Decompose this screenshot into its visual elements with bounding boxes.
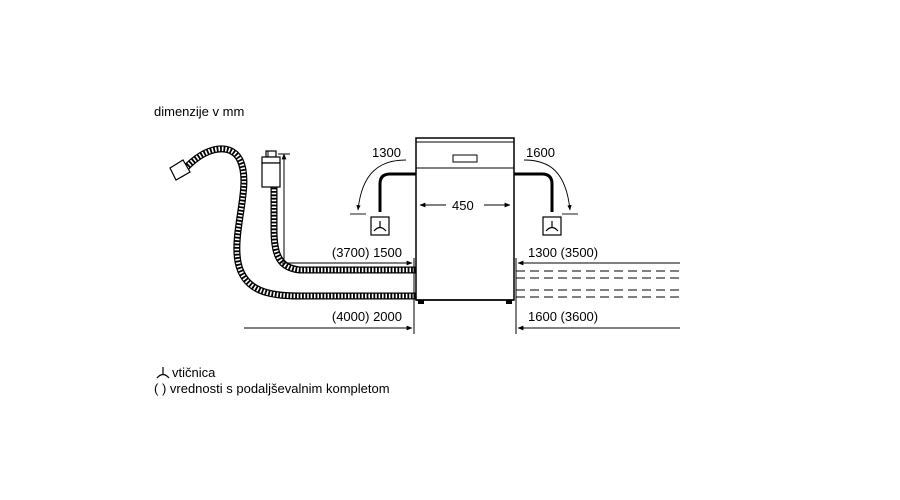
hose-extension-dashes	[516, 270, 680, 298]
dim-right-lower: 1600 (3600)	[528, 309, 599, 324]
inlet-hose	[270, 186, 416, 274]
socket-icon	[542, 216, 562, 236]
legend-parentheses-text: ( ) vrednosti s podaljševalnim kompletom	[154, 381, 390, 396]
legend-socket-icon	[156, 367, 170, 379]
drain-hose-end	[169, 159, 191, 181]
caption: dimenzije v mm	[154, 104, 245, 119]
dim-right-upper: 1300 (3500)	[528, 245, 599, 260]
cable-left-dim-arrow	[356, 159, 407, 211]
dim-width: 450	[452, 198, 474, 213]
dim-top-left: 1300	[372, 145, 401, 160]
socket-icon	[370, 216, 390, 236]
drain-hose	[169, 145, 416, 300]
dishwasher-outline	[415, 137, 515, 304]
door-handle	[452, 154, 478, 163]
water-tap-icon	[261, 150, 281, 188]
dim-left-upper: (3700) 1500	[331, 245, 402, 260]
dim-top-right: 1600	[526, 145, 555, 160]
power-cable-right	[514, 172, 554, 212]
dim-left-lower: (4000) 2000	[331, 309, 402, 324]
legend-socket-text: vtičnica	[172, 365, 216, 380]
power-cable-left	[378, 172, 416, 212]
cable-right-dim-arrow	[523, 159, 572, 211]
